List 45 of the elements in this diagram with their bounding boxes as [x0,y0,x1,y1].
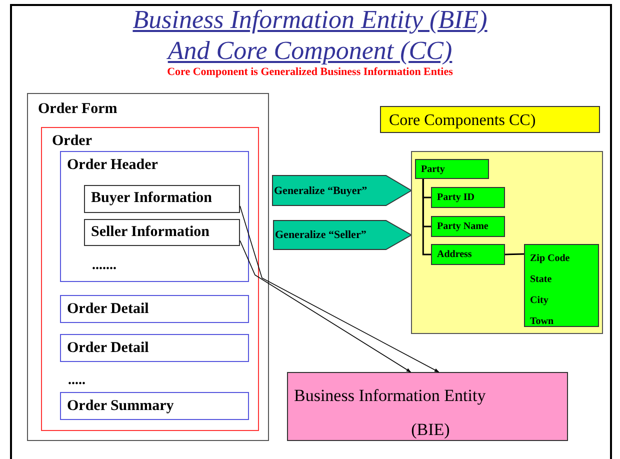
box-label: Zip Code [530,252,571,266]
box-label: Seller Information [91,223,210,241]
subtitle: Core Component is Generalized Business Information Enties [166,66,454,78]
shape-label: Generalize “Seller” [275,229,366,241]
process-box [524,244,599,327]
process-box [84,219,240,246]
connector-line [504,253,524,256]
box-label: Town [530,315,555,329]
box-label: Party ID [437,191,476,205]
box-label: State [530,273,553,287]
box-label: Order [52,132,93,150]
process-box [431,216,505,237]
process-box [415,159,489,179]
box-label: Business Information Entity [294,385,487,407]
box-label: Buyer Information [91,189,213,207]
process-box [431,244,505,265]
box-label: Address [437,248,473,262]
ellipsis-text: ....... [92,258,116,274]
box-label: Order Form [38,100,118,118]
box-label: (BIE) [410,419,451,441]
arrow [240,240,412,372]
box-label: Core Components CC) [389,111,537,130]
arrow [240,206,440,372]
process-box [84,185,240,213]
ellipsis-text: ..... [68,373,86,389]
process-box [41,127,259,431]
process-box [60,334,249,362]
box-label: Party Name [437,220,490,234]
process-box [380,106,600,133]
box-label: Order Summary [67,397,175,415]
panel-box [411,151,603,334]
box-label: Order Header [67,156,159,174]
box-label: Order Detail [67,300,150,318]
process-box [27,93,269,441]
shape-label: Generalize “Buyer” [274,184,368,196]
process-box [60,151,249,282]
box-label: Party [421,163,446,177]
process-box [431,187,505,208]
title: Business Information Entity (BIE) And Core Component (CC) [132,4,488,66]
box-label: City [530,294,550,308]
box-label: Order Detail [67,339,150,357]
process-box [287,372,568,441]
connector-line [422,179,431,256]
process-box [60,392,249,420]
process-box [60,295,249,323]
